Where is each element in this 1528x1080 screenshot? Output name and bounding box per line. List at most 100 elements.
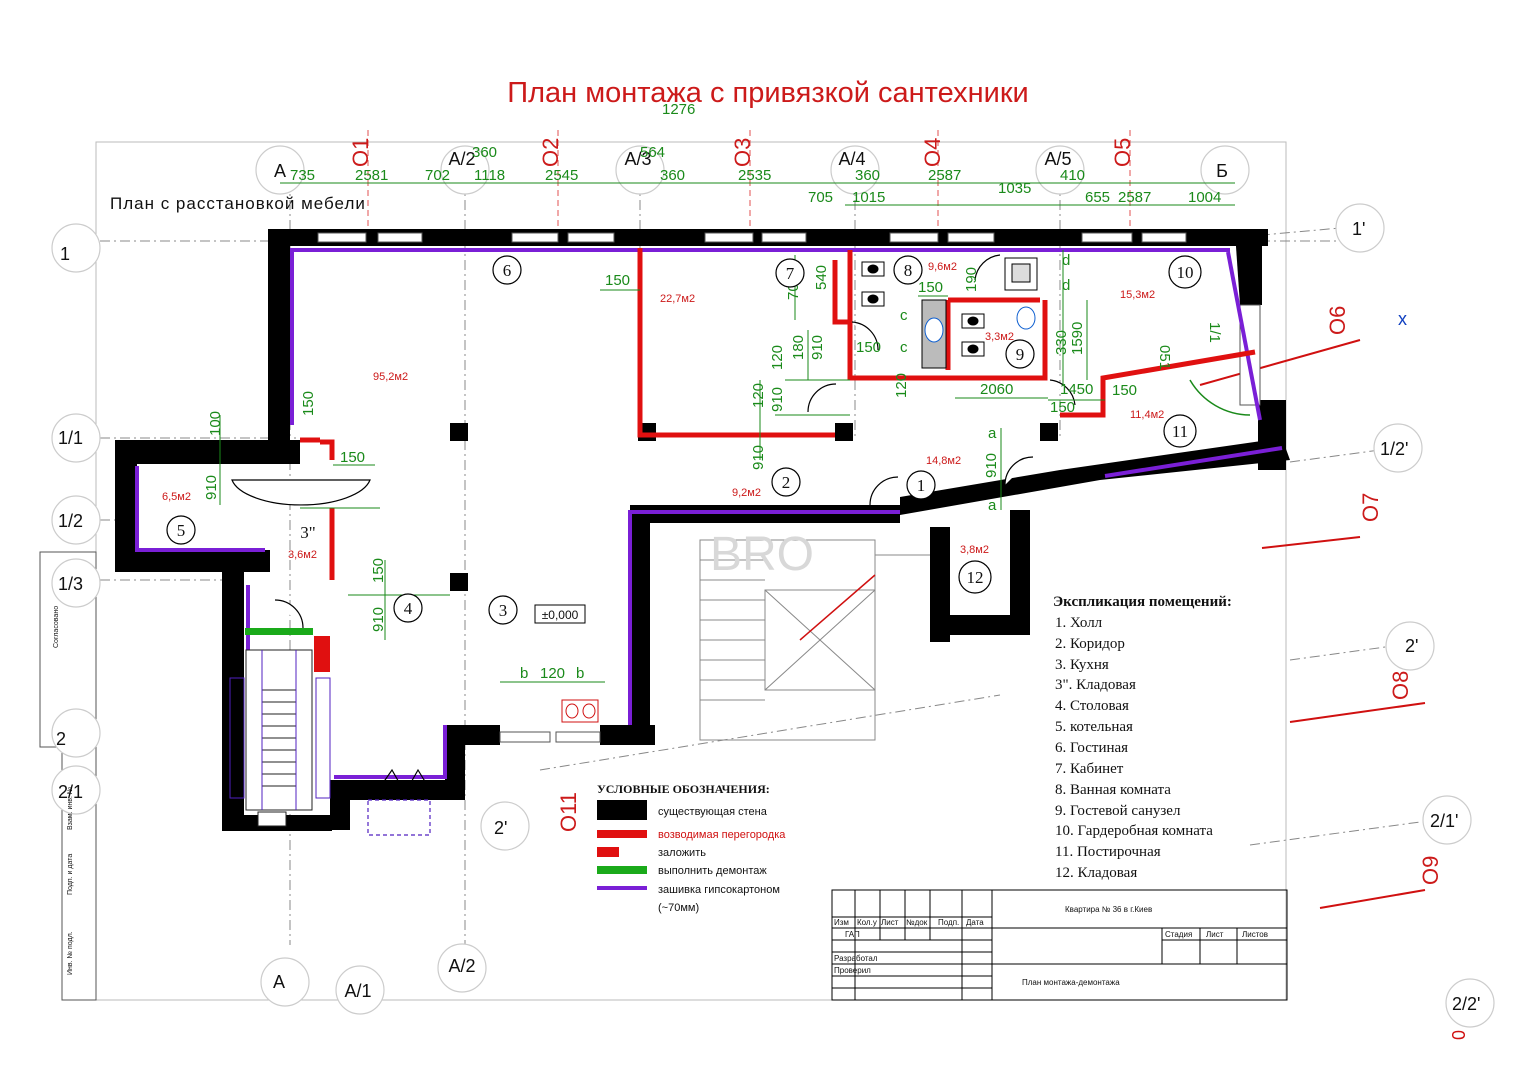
dim-inner: 1/1: [1206, 322, 1223, 343]
stamp-header: Кол.у: [857, 918, 877, 927]
drawing-subtitle: План с расстановкой мебели: [110, 194, 366, 213]
stamp-sheet: План монтажа-демонтажа: [1022, 978, 1120, 987]
room-number: 7: [786, 264, 795, 283]
dim-inner: d: [1062, 252, 1070, 269]
dim-inner: 150: [300, 391, 317, 416]
room-number: 11: [1172, 422, 1188, 441]
axis-label-2: 2: [56, 729, 66, 749]
dim-inner: 1590: [1069, 322, 1086, 355]
axis-label-1-1: 1/1: [58, 428, 83, 448]
dim-inner: d: [1062, 277, 1070, 294]
explication-item: 10. Гардеробная комната: [1055, 823, 1213, 839]
axis-label-b: Б: [1216, 161, 1228, 181]
axis-label-1-2: 1/2: [58, 511, 83, 531]
dim-inner: 150: [1112, 382, 1137, 399]
doors: [231, 254, 1076, 836]
dim-top: 2581: [355, 167, 388, 184]
explication: Экспликация помещений: 1. Холл 2. Коридо…: [1053, 594, 1232, 881]
axis-o2: О2: [538, 138, 563, 167]
stamp-header: Изм: [834, 918, 849, 927]
watermark: BRO: [710, 528, 814, 581]
dim-inner: 910: [750, 445, 767, 470]
dim-inner: 150: [340, 449, 365, 466]
explication-item: 9. Гостевой санузел: [1055, 803, 1181, 819]
dim-top: 360: [855, 167, 880, 184]
room-number: 6: [503, 261, 512, 280]
existing-walls: [115, 229, 1290, 831]
new-partitions: [300, 248, 1256, 580]
stamp-stage-header: Стадия: [1165, 930, 1192, 939]
legend-label: возводимая перегородка: [658, 829, 786, 841]
axis-label-a4: А/4: [838, 149, 865, 169]
dim-inner: 910: [370, 607, 387, 632]
axis-label-2-1: 2/1: [58, 782, 83, 802]
explication-item: 8. Ванная комната: [1055, 782, 1171, 798]
dim-top: 2535: [738, 167, 771, 184]
side-stamp-label: Взам. инв. №: [67, 787, 74, 830]
mark-x: x: [1398, 309, 1407, 329]
stamp-project: Квартира № 36 в г.Киев: [1065, 905, 1152, 914]
drawing-title: План монтажа с привязкой сантехники: [507, 77, 1028, 109]
axis-o8: О8: [1388, 671, 1413, 700]
explication-item: 12. Кладовая: [1055, 865, 1137, 881]
dim-inner: 910: [769, 387, 786, 412]
dim-inner: 1450: [1060, 381, 1093, 398]
side-stamp-label: Согласовано: [53, 606, 60, 648]
axis-label-1-2-prime: 1/2': [1380, 439, 1408, 459]
demolish-marker: [245, 628, 313, 635]
legend-label: существующая стена: [658, 806, 768, 818]
room-area: 15,3м2: [1120, 289, 1155, 301]
dim-top: 2545: [545, 167, 578, 184]
side-stamp-label: Подп. и дата: [67, 854, 74, 895]
axis-o11: О11: [556, 792, 581, 832]
explication-item: 6. Гостиная: [1055, 740, 1128, 756]
room-number: 9: [1016, 345, 1025, 364]
legend-label: заложить: [658, 847, 706, 859]
stamp-header: №док: [906, 918, 928, 927]
side-stamp-label: Инв. № подл.: [67, 931, 74, 975]
plumbing-fixtures: [561, 257, 1038, 723]
dim-inner: 910: [983, 453, 1000, 478]
dim-inner: 540: [813, 265, 830, 290]
dim-inner: 910: [809, 335, 826, 360]
axis-label-a2: А/2: [448, 149, 475, 169]
room-number: 5: [177, 521, 186, 540]
dim-inner: 120: [540, 665, 565, 682]
dim-inner: 330: [1053, 330, 1070, 355]
dim-inner: 051: [1156, 345, 1173, 370]
dim-top: 2587: [1118, 189, 1151, 206]
dim-top: 360: [660, 167, 685, 184]
staircase-center: [699, 539, 930, 741]
room-area: 6,5м2: [162, 491, 191, 503]
dim-top: 410: [1060, 167, 1085, 184]
stamp-left-label: Проверил: [834, 966, 871, 975]
room-area: 14,8м2: [926, 455, 961, 467]
axis-o4: О4: [920, 138, 945, 167]
explication-item: 3. Кухня: [1055, 657, 1109, 673]
dim-inner: 2060: [980, 381, 1013, 398]
axis-o3: О3: [730, 138, 755, 167]
room-area: 3,6м2: [288, 549, 317, 561]
room-number: 8: [904, 261, 913, 280]
dim-inner: с: [900, 339, 908, 356]
dim-inner: 120: [769, 345, 786, 370]
dimension-lines: [219, 182, 1251, 683]
stamp-left-label: Разработал: [834, 954, 878, 963]
axis-bubbles: [51, 145, 1495, 1028]
dim-inner: 150: [370, 558, 387, 583]
dim-top: 705: [808, 189, 833, 206]
dim-inner: 190: [963, 267, 980, 292]
room-number: 1: [917, 476, 926, 495]
room-number: 10: [1177, 263, 1194, 282]
legend-swatch-demolish: [597, 866, 647, 874]
room-number: 3": [300, 523, 315, 542]
room-area: 11,4м2: [1130, 409, 1164, 421]
dim-inner: 120: [750, 383, 767, 408]
dim-top: 1118: [474, 167, 505, 184]
legend-swatch-partition: [597, 830, 647, 838]
room-area: 9,6м2: [928, 261, 957, 273]
axis-label-bottom-a: А: [273, 972, 285, 992]
axis-label-a3: А/3: [624, 149, 651, 169]
room-number: 2: [782, 473, 791, 492]
explication-item: 7. Кабинет: [1055, 761, 1124, 777]
